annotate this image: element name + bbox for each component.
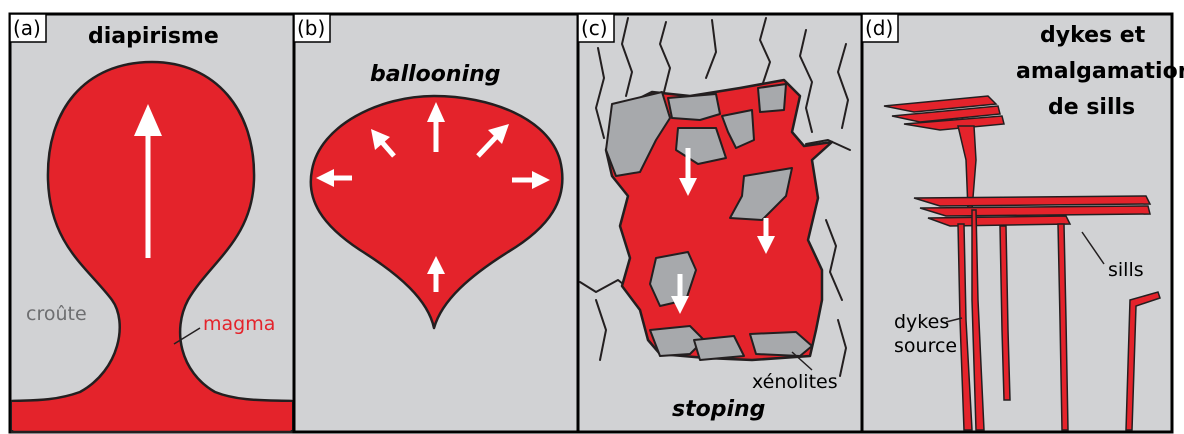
panel-b: (b) ballooning	[294, 14, 578, 432]
panel-c-tag: (c)	[581, 16, 608, 40]
panel-b-tag: (b)	[297, 16, 325, 40]
panel-a: (a) diapirisme croûte magma	[10, 14, 294, 432]
dykes-label-line2: source	[894, 335, 957, 357]
panel-c-title: stoping	[672, 397, 765, 422]
panel-a-tag: (a)	[13, 16, 41, 40]
xenolith-label: xénolites	[752, 371, 838, 393]
panel-d: (d) dykes et amalgamation de sills sills…	[862, 14, 1184, 432]
crust-label: croûte	[26, 303, 87, 325]
panel-d-title-line2: amalgamation	[1016, 59, 1184, 84]
panel-b-title: ballooning	[370, 62, 501, 87]
panel-d-title-line1: dykes et	[1040, 23, 1146, 48]
dykes-label-line1: dykes	[894, 311, 949, 333]
panel-d-tag: (d)	[865, 16, 893, 40]
lower-sill	[914, 196, 1150, 206]
panel-a-title: diapirisme	[88, 24, 219, 49]
magma-label: magma	[203, 313, 275, 335]
panel-c: (c) xénolites stoping	[578, 14, 862, 432]
sills-label: sills	[1108, 259, 1144, 281]
panel-d-title-line3: de sills	[1048, 95, 1135, 120]
